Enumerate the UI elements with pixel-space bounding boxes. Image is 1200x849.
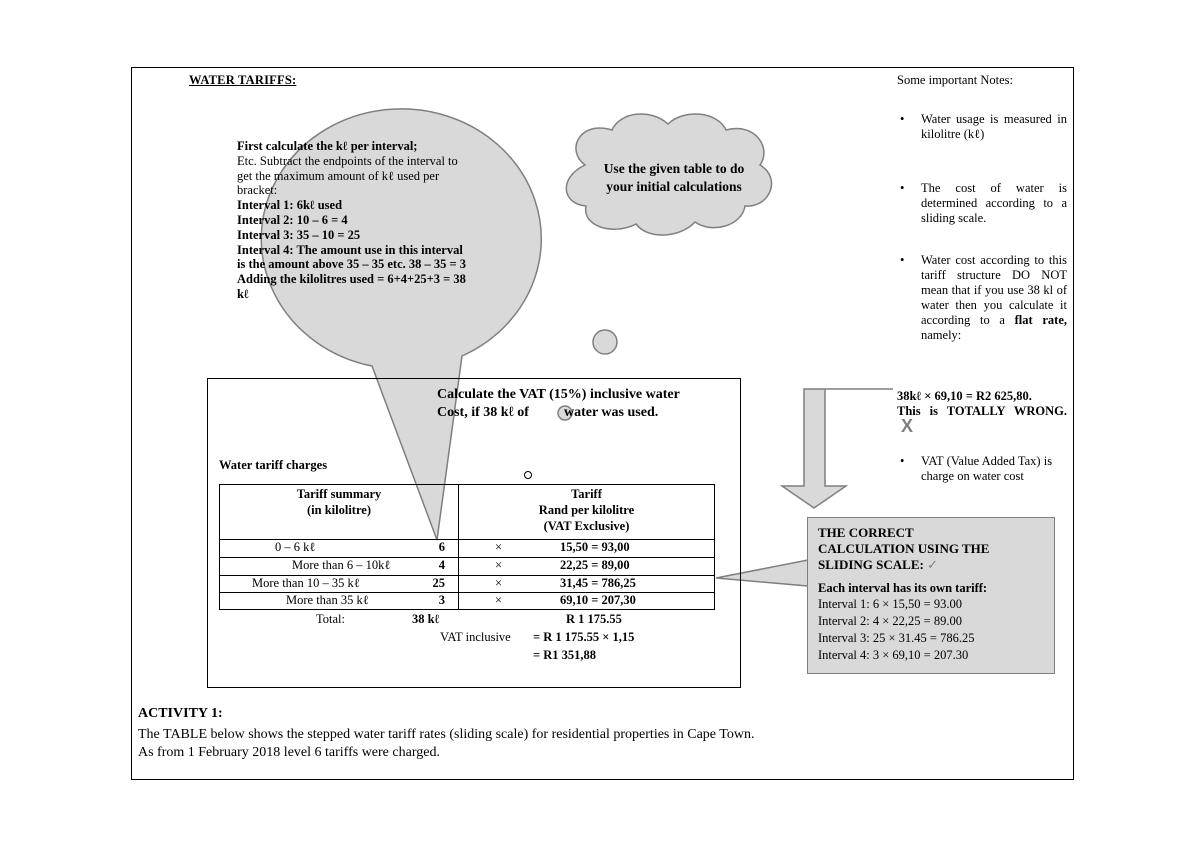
row-kl: 3 — [438, 593, 445, 607]
note-text: namely: — [921, 328, 962, 342]
activity-line: As from 1 February 2018 level 6 tariffs … — [138, 745, 440, 760]
row-range: More than 35 kℓ — [286, 593, 369, 607]
vat-inclusive-label: VAT inclusive — [440, 630, 511, 644]
table-row-divider — [220, 557, 714, 558]
note-text: VAT (Value Added Tax) is charge on water… — [921, 454, 1053, 483]
notes-heading: Some important Notes: — [897, 73, 1013, 87]
correct-interval-1: Interval 1: 6 × 15,50 = 93.00 — [818, 597, 962, 611]
speech-bubble-text: First calculate the kℓ per interval; Etc… — [237, 139, 469, 302]
row-calc: 15,50 = 93,00 — [560, 540, 630, 554]
vat-calc: = R 1 175.55 × 1,15 — [533, 630, 635, 644]
bubble-line: Interval 1: 6kℓ used — [237, 198, 343, 213]
bubble-line: Interval 3: 35 – 10 = 25 — [237, 227, 361, 242]
row-times: × — [495, 576, 503, 590]
wrong-calculation: 38kℓ × 69,10 = R2 625,80. This is TOTALL… — [897, 389, 1067, 436]
note-text: The cost of water is determined accordin… — [921, 181, 1067, 225]
table-title: Water tariff charges — [219, 458, 328, 472]
note-bullet-3: •Water cost according to this tariff str… — [900, 253, 1067, 342]
row-calc: 31,45 = 786,25 — [560, 576, 636, 590]
vat-question-line: Cost, if 38 kℓ of water was used. — [437, 404, 680, 422]
wrong-text: This is TOTALLY WRONG. — [897, 404, 1067, 418]
header-rand-per-kl: Rand per kilolitre — [538, 503, 635, 517]
table-col-divider — [458, 485, 459, 609]
row-kl: 6 — [438, 540, 445, 554]
note-bullet-1: •Water usage is measured in kilolitre (k… — [900, 112, 1067, 141]
row-times: × — [495, 540, 503, 554]
header-vat-exclusive: (VAT Exclusive) — [543, 519, 630, 533]
note-text: Water usage is measured in kilolitre (kℓ… — [921, 112, 1067, 141]
vat-result: = R1 351,88 — [533, 648, 597, 662]
note-bullet-4: •VAT (Value Added Tax) is charge on wate… — [900, 454, 1053, 483]
bubble-line: Adding the kilolitres used = 6+4+25+3 = … — [237, 272, 466, 301]
table-row-divider — [220, 592, 714, 593]
total-kl: 38 kℓ — [412, 612, 440, 626]
header-tariff: Tariff — [571, 487, 602, 501]
note-bullet-2: •The cost of water is determined accordi… — [900, 181, 1067, 225]
row-kl: 25 — [432, 576, 446, 590]
vat-question-line: Calculate the VAT (15%) inclusive water — [437, 387, 680, 402]
row-kl: 4 — [438, 558, 445, 572]
vat-question-part: Cost, if 38 kℓ of — [437, 405, 529, 420]
thought-dot-medium — [557, 405, 573, 421]
bubble-line: Interval 2: 10 – 6 = 4 — [237, 212, 348, 227]
correct-title-line: THE CORRECT — [818, 525, 914, 540]
bubble-line: Interval 4: The amount use in this inter… — [237, 242, 466, 272]
row-times: × — [495, 593, 503, 607]
vat-question: Calculate the VAT (15%) inclusive water … — [437, 386, 680, 422]
page-frame — [131, 67, 1074, 780]
correct-interval-4: Interval 4: 3 × 69,10 = 207.30 — [818, 648, 969, 662]
check-icon: ✓ — [927, 558, 938, 573]
tariff-table: Tariff summary (in kilolitre) Tariff Ran… — [219, 484, 715, 610]
total-amount: R 1 175.55 — [566, 612, 622, 626]
note-text: Water cost according to this tariff stru… — [921, 253, 1067, 327]
row-calc: 22,25 = 89,00 — [560, 558, 630, 572]
correct-title: THE CORRECT CALCULATION USING THE SLIDIN… — [818, 525, 989, 574]
flat-rate-emphasis: flat rate, — [1014, 313, 1067, 327]
row-range: More than 6 – 10kℓ — [292, 558, 391, 572]
page-title: WATER TARIFFS: — [189, 73, 297, 87]
cloud-text: Use the given table to do your initial c… — [603, 161, 745, 194]
thought-cloud — [565, 113, 773, 236]
row-calc: 69,10 = 207,30 — [560, 593, 636, 607]
activity-heading: ACTIVITY 1: — [138, 706, 223, 721]
table-row-divider — [220, 539, 714, 540]
calculation-box — [207, 378, 741, 688]
thought-dot-small — [524, 471, 532, 479]
row-times: × — [495, 558, 503, 572]
correct-title-line: CALCULATION USING THE — [818, 541, 990, 556]
thought-dot-large — [592, 329, 618, 355]
header-tariff-summary: Tariff summary — [296, 487, 382, 501]
row-range: 0 – 6 kℓ — [275, 540, 316, 554]
correct-title-part: SLIDING SCALE: — [818, 557, 924, 572]
correct-calculation-box — [807, 517, 1055, 674]
correct-interval-3: Interval 3: 25 × 31.45 = 786.25 — [818, 631, 975, 645]
row-range: More than 10 – 35 kℓ — [252, 576, 360, 590]
vat-question-part: water was used. — [563, 405, 659, 420]
wrong-formula: 38kℓ × 69,10 = R2 625,80. — [897, 389, 1032, 403]
activity-text: The TABLE below shows the stepped water … — [138, 726, 754, 762]
cross-icon: X — [901, 416, 914, 436]
total-label: Total: — [316, 612, 345, 626]
bubble-line: Etc. Subtract the endpoints of the inter… — [237, 153, 458, 198]
table-row-divider — [220, 575, 714, 576]
correct-interval-2: Interval 2: 4 × 22,25 = 89.00 — [818, 614, 962, 628]
bent-down-arrow — [779, 388, 893, 509]
correct-title-line: SLIDING SCALE: ✓ — [818, 557, 989, 574]
correct-subtitle: Each interval has its own tariff: — [818, 581, 988, 595]
speech-bubble — [260, 108, 543, 541]
activity-line: The TABLE below shows the stepped water … — [138, 727, 755, 742]
bubble-line: First calculate the kℓ per interval; — [237, 139, 418, 153]
header-in-kilolitre: (in kilolitre) — [306, 503, 371, 517]
